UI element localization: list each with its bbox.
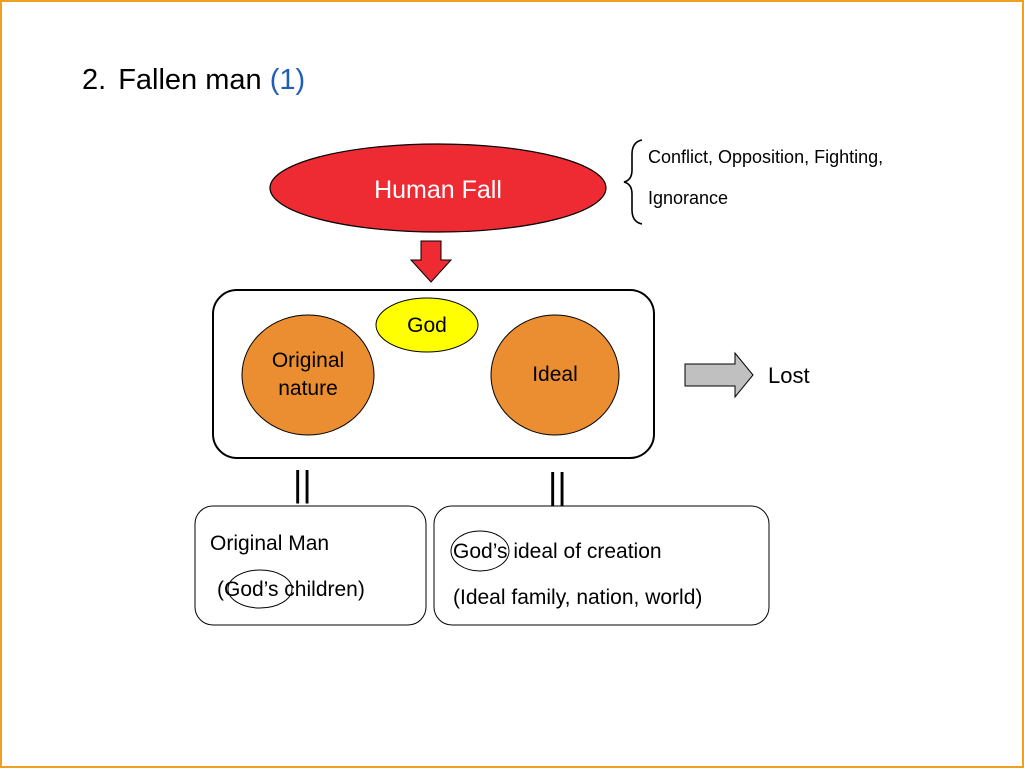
ideal-circle [490,314,620,436]
right-arrow-icon [684,351,754,399]
gods-ideal-highlight [450,530,510,572]
gods-children-text: (God’s children) [217,578,365,601]
original-man-text: Original Man [210,532,330,555]
god-label: God [407,314,447,337]
original-nature-label: Original nature [242,315,374,435]
title-number: 2. [82,64,107,96]
note-conflict: Conflict, Opposition, Fighting, [648,147,884,167]
equal-sign-left: || [293,463,312,504]
gods-ideal-text: God’s ideal of creation [453,540,662,563]
curly-brace [623,139,643,225]
title-accent: (1) [269,64,306,96]
god-ellipse [375,297,479,353]
human-fall-label: Human Fall [374,175,502,204]
ideal-creation-box [433,505,770,626]
original-man-box [194,505,427,626]
note-ignorance: Ignorance [648,188,729,208]
lost-label: Lost [768,363,810,388]
original-nature-circle [241,314,375,436]
down-arrow-icon [409,240,453,283]
equal-sign-right: || [548,465,567,506]
page-title: 2. Fallen man (1) [82,60,305,100]
ideal-label: Ideal [532,363,578,386]
human-fall-ellipse [269,143,607,233]
original-nature-line2: nature [278,377,338,400]
ideal-family-text: (Ideal family, nation, world) [453,586,703,609]
title-text: Fallen man [118,64,262,96]
gods-children-highlight [227,569,293,609]
original-nature-line1: Original [271,349,345,372]
